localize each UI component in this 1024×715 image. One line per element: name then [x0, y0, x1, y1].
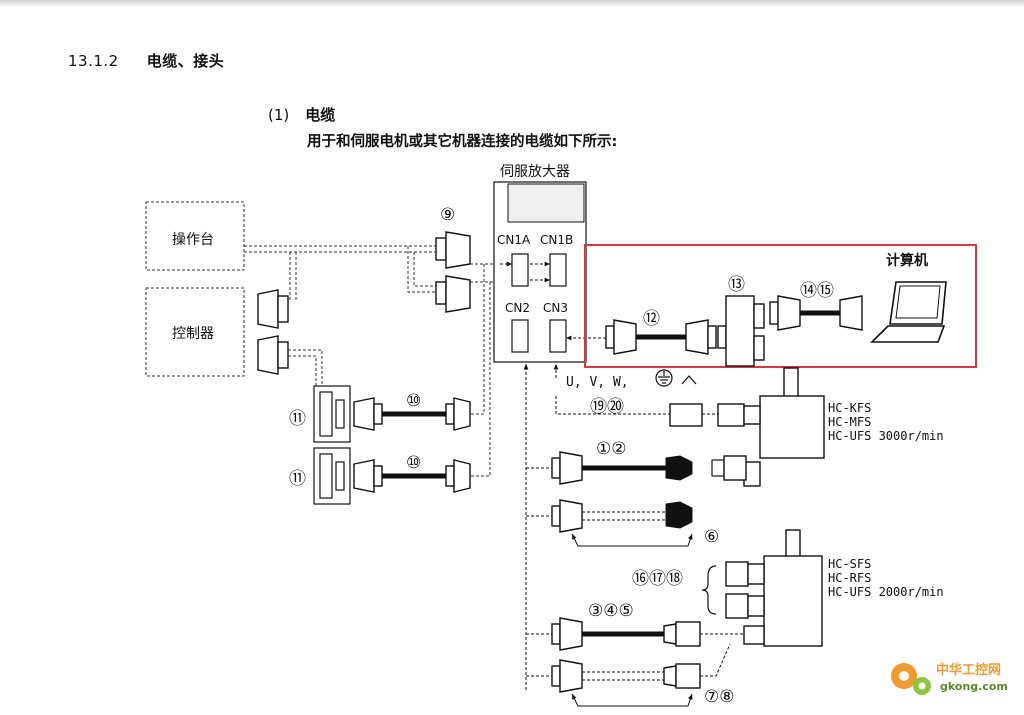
- cable-label-19-20: ⑲⑳: [590, 397, 624, 417]
- cable-label-6: ⑥: [704, 527, 719, 547]
- computer-label: 计算机: [886, 252, 928, 269]
- subsection-heading: (1) 电缆: [268, 104, 335, 125]
- converter-13: [717, 295, 765, 367]
- cable-7-8: [551, 643, 731, 707]
- subsection-number: (1): [268, 106, 290, 124]
- controller-connector-2: [257, 335, 289, 375]
- cable-label-1-2: ①②: [596, 439, 626, 459]
- cable-9-connector-bottom: [435, 275, 471, 313]
- servo-motor-1: [743, 367, 825, 487]
- cn1a-label: CN1A: [497, 233, 531, 247]
- bracket-16-18: [701, 565, 717, 615]
- power-wiring: [523, 364, 718, 690]
- controller-box: 控制器: [145, 287, 245, 377]
- subsection-description: 用于和伺服电机或其它机器连接的电缆如下所示:: [307, 134, 618, 150]
- cable-label-16-18: ⑯⑰⑱: [632, 569, 683, 589]
- operation-panel-label: 操作台: [172, 232, 214, 248]
- motor-2-model-1: HC-SFS: [828, 557, 871, 571]
- cable-label-14-15: ⑭⑮: [800, 281, 834, 301]
- motor-2-model-2: HC-RFS: [828, 571, 871, 585]
- cn1a-port: [511, 253, 529, 287]
- cable-12: [605, 319, 717, 355]
- cable-label-3-5: ③④⑤: [588, 601, 634, 621]
- cable-6: [551, 499, 693, 547]
- subsection-title: 电缆: [305, 106, 336, 124]
- motor-1-model-1: HC-KFS: [828, 401, 871, 415]
- cable-label-10a: ⑩: [406, 391, 421, 411]
- servo-amplifier-label: 伺服放大器: [500, 164, 570, 180]
- cable-9-connector-top: [435, 231, 471, 269]
- cn1b-label: CN1B: [540, 233, 573, 247]
- cable-label-11a: ⑪: [289, 409, 306, 429]
- servo-amplifier: CN1A CN1B CN2 CN3: [493, 181, 587, 363]
- controller-label: 控制器: [172, 326, 214, 342]
- cn2-port: [511, 319, 529, 353]
- section-heading: 13.1.2 电缆、接头: [68, 50, 224, 71]
- cn1b-port: [549, 253, 567, 287]
- cn3-port: [549, 319, 567, 353]
- top-bar: [0, 0, 1024, 6]
- cable-label-12: ⑫: [643, 309, 660, 329]
- section-number: 13.1.2: [68, 52, 119, 70]
- terminal-block-2: [313, 447, 351, 505]
- operation-panel-box: 操作台: [145, 201, 245, 271]
- ground-icon: [655, 369, 697, 387]
- laptop-icon: [870, 281, 947, 343]
- motor-2-model-3: HC-UFS 2000r/min: [828, 585, 944, 599]
- encoder-connector-19-20: [669, 403, 703, 427]
- cable-10-top: [353, 397, 471, 431]
- section-title: 电缆、接头: [146, 52, 225, 70]
- cn2-label: CN2: [505, 301, 530, 315]
- cable-14-15: [769, 295, 863, 331]
- watermark-chinese: 中华工控网: [936, 662, 1001, 678]
- signal-wiring: [244, 245, 501, 477]
- controller-connector-1: [257, 289, 289, 329]
- cable-10-bottom: [353, 459, 471, 493]
- watermark-logo: [891, 663, 931, 695]
- watermark-url: gkong.com: [940, 680, 1008, 693]
- cable-label-13: ⑬: [728, 275, 745, 295]
- motor-1-model-2: HC-MFS: [828, 415, 871, 429]
- cable-label-11b: ⑪: [289, 469, 306, 489]
- servo-motor-2: [725, 529, 823, 647]
- cn3-label: CN3: [543, 301, 568, 315]
- highlight-box: [584, 244, 977, 368]
- motor-terminal-label: U, V, W,: [566, 375, 629, 390]
- motor-1-model-3: HC-UFS 3000r/min: [828, 429, 944, 443]
- cable-1-2: [551, 451, 747, 485]
- cable-label-9: ⑨: [440, 205, 455, 225]
- cable-3-5: [551, 617, 744, 651]
- encoder-plug-19-20: [717, 403, 745, 427]
- terminal-block-1: [313, 385, 351, 443]
- cable-label-7-8: ⑦⑧: [704, 687, 734, 707]
- cable-label-10b: ⑩: [406, 453, 421, 473]
